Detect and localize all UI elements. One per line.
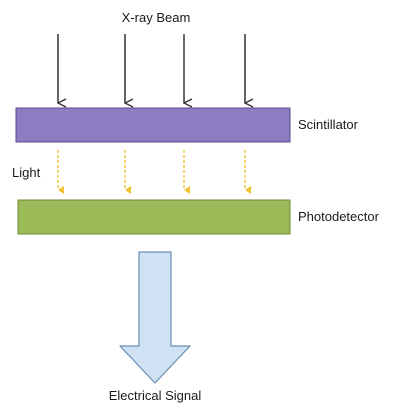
light-label: Light	[12, 165, 41, 180]
photodetector-label: Photodetector	[298, 209, 379, 224]
electrical-signal-arrow	[119, 251, 191, 384]
scintillator-label: Scintillator	[298, 117, 358, 132]
scintillator-bar	[15, 107, 291, 143]
light-arrows	[57, 150, 251, 194]
xray-beam-arrows	[58, 34, 245, 103]
photodetector-bar	[17, 199, 291, 235]
electrical-signal-label: Electrical Signal	[108, 388, 202, 403]
xray-beam-label: X-ray Beam	[121, 10, 191, 25]
